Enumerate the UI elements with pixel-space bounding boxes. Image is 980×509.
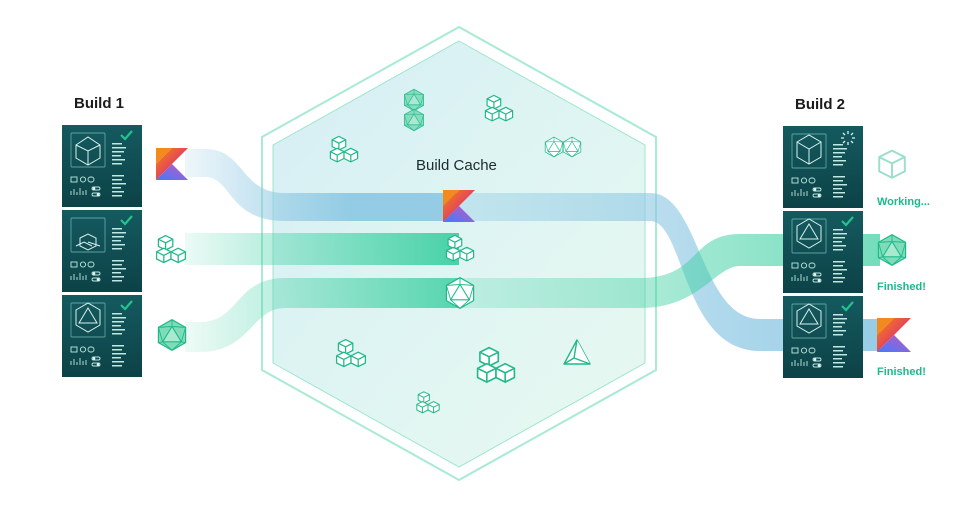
- build2-card-3: [783, 296, 863, 378]
- checkmark-icon: [120, 215, 133, 226]
- card-icosahedron-icon: [796, 218, 822, 249]
- status-finished-2: Finished!: [877, 366, 926, 378]
- checkmark-icon: [120, 300, 133, 311]
- build1-card-1: [62, 125, 142, 207]
- cache-title: Build Cache: [416, 157, 497, 174]
- build2-card-1: [783, 126, 863, 208]
- kotlin-flow-in: [185, 149, 459, 221]
- build1-icosahedron-icon: [157, 319, 187, 351]
- build2-kotlin-icon: [877, 318, 911, 352]
- card-icosahedron-icon: [75, 136, 101, 166]
- build2-card-2: [783, 211, 863, 293]
- status-working: Working...: [877, 196, 930, 208]
- card-cube-icon: [796, 134, 822, 165]
- ico-flow-out: [459, 234, 880, 308]
- card-icosahedron-icon: [796, 303, 822, 334]
- build1-title: Build 1: [74, 95, 125, 112]
- loading-spinner-icon: [841, 131, 855, 145]
- ico-flow-in: [185, 278, 459, 352]
- cubes-flow-in: [185, 233, 459, 265]
- status-finished-1: Finished!: [877, 281, 926, 293]
- build2-title: Build 2: [795, 96, 846, 113]
- cache-hexagon-outer: [261, 25, 657, 482]
- build1-cubes-icon: [155, 234, 187, 264]
- build1-card-3: [62, 295, 142, 377]
- build2-icosahedron-icon: [877, 234, 907, 266]
- checkmark-icon: [841, 216, 854, 227]
- checkmark-icon: [841, 301, 854, 312]
- checkmark-icon: [120, 130, 133, 141]
- card-cubes-icon: [75, 233, 101, 251]
- build1-kotlin-icon: [156, 148, 188, 180]
- build1-card-2: [62, 210, 142, 292]
- card-icosahedron-icon: [75, 302, 101, 333]
- build2-cube-working-icon: [878, 149, 906, 179]
